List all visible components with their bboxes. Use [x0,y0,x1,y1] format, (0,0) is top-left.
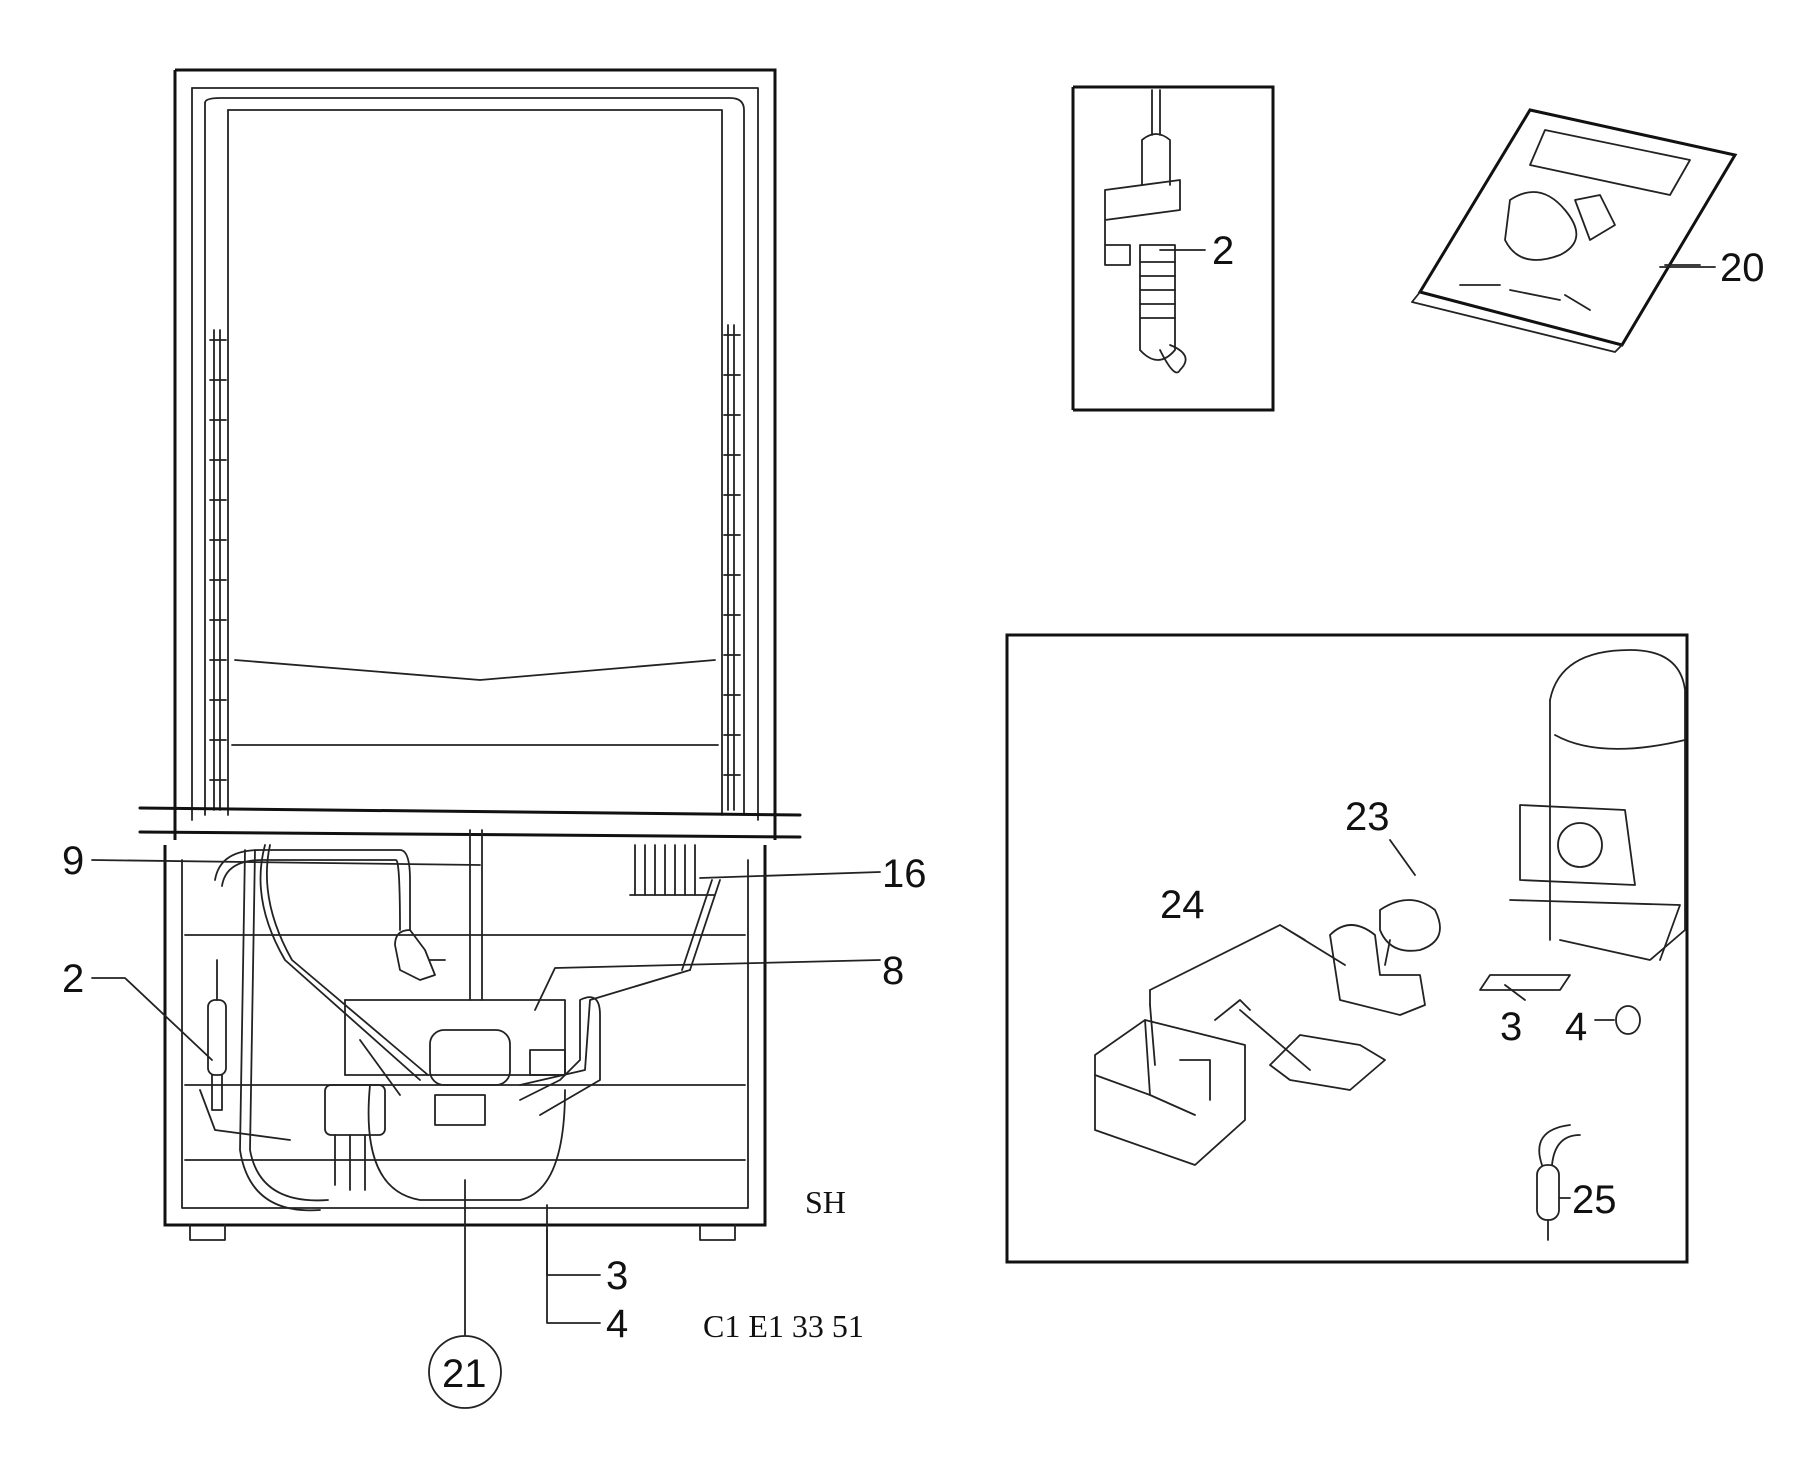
inset-electrical [1005,633,1689,1264]
main-leaders [91,859,881,1336]
callout-2-inset: 2 [1212,229,1234,273]
annotation-sh: SH [805,1184,846,1220]
right-ribs [723,324,741,811]
callout-23: 23 [1345,795,1390,839]
callout-4-main: 4 [606,1302,628,1346]
thermostat-bulb [207,959,227,1111]
appliance-rear-view [138,68,802,1241]
callout-3-inset: 3 [1500,1005,1522,1049]
inset-thermostat [1071,85,1275,412]
callout-9: 9 [62,839,84,883]
condenser [629,844,716,896]
callout-16: 16 [882,852,927,896]
callout-2-main: 2 [62,957,84,1001]
compressor [324,996,601,1201]
left-ribs [209,329,227,811]
callout-20: 20 [1720,246,1765,290]
callout-circle-21 [428,1335,502,1409]
inset-leaders [1149,266,1716,1199]
callout-21: 21 [442,1352,487,1396]
instruction-booklet [1411,108,1738,353]
callout-3-main: 3 [606,1254,628,1298]
callout-4-inset: 4 [1565,1005,1587,1049]
callout-25: 25 [1572,1178,1617,1222]
callout-24: 24 [1160,883,1205,927]
drawing-code: C1 E1 33 51 [703,1308,864,1344]
callout-8: 8 [882,949,904,993]
